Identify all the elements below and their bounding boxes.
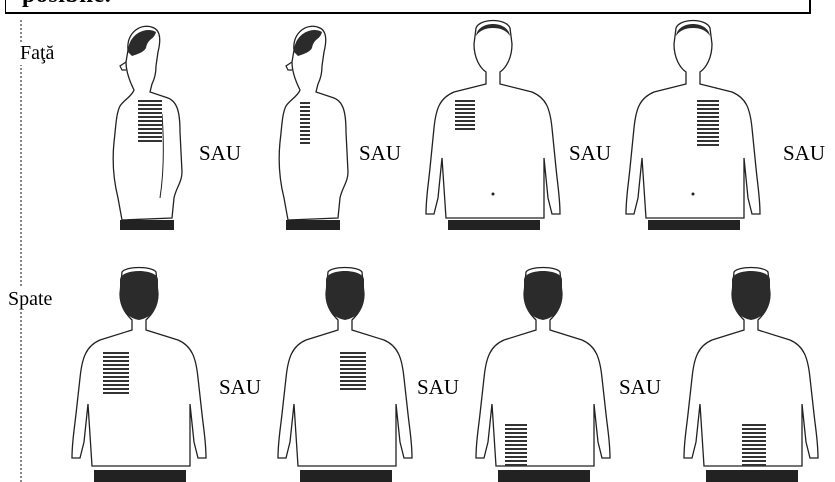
patch-left-shoulder-blade <box>103 352 129 394</box>
patch-right-chest <box>455 100 475 132</box>
front-figure-icon <box>425 19 561 230</box>
patch-lower-back-center <box>505 424 527 466</box>
separator-or-4: SAU <box>780 141 829 166</box>
back-figure-icon <box>683 266 819 482</box>
patch-left-chest <box>697 100 719 146</box>
separator-or-1: SAU <box>196 141 245 166</box>
separator-or-7: SAU <box>616 375 665 400</box>
side-figure-icon <box>278 25 349 230</box>
back-figure-icon <box>71 266 207 482</box>
separator-or-5: SAU <box>216 375 265 400</box>
front-figure-icon <box>625 19 761 230</box>
patch-side-lower <box>300 102 310 144</box>
dotted-guide-line <box>20 20 22 482</box>
separator-or-2: SAU <box>356 141 405 166</box>
back-row-label: Spate <box>6 288 55 311</box>
separator-or-6: SAU <box>414 375 463 400</box>
title-banner: posibile. <box>5 0 811 14</box>
front-row-label: Faţă <box>18 42 57 65</box>
banner-text: posibile. <box>22 0 111 9</box>
patch-lower-back-right <box>742 424 766 466</box>
patch-right-shoulder-blade <box>340 352 366 392</box>
separator-or-3: SAU <box>566 141 615 166</box>
back-figure-icon <box>475 266 611 482</box>
patch-chest-1 <box>138 100 162 144</box>
